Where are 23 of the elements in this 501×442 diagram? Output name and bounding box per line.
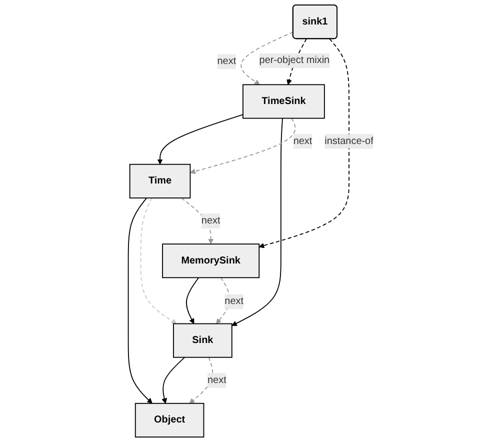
arrow (240, 32, 294, 85)
node-box: Sink (172, 323, 232, 358)
arrow (180, 198, 214, 244)
arrow (186, 277, 199, 324)
arrow (190, 118, 296, 174)
arrow (231, 118, 283, 326)
arrow (156, 114, 244, 165)
arrow (188, 356, 213, 404)
arrow (216, 277, 230, 324)
node-box: Object (134, 402, 204, 438)
edge-label: per-object mixin (258, 55, 330, 66)
node-box: TimeSink (242, 84, 325, 119)
node-box: Time (129, 164, 190, 198)
arrow (128, 198, 152, 404)
arrow (161, 356, 185, 404)
arrow (140, 198, 176, 324)
edge-label: next (224, 296, 244, 307)
node-box: MemorySink (162, 244, 260, 278)
edge-label: next (207, 374, 226, 386)
edge-label: next (293, 136, 312, 146)
edge-label: next (201, 215, 220, 226)
edge-label: next (216, 56, 236, 67)
edge-label: instance-of (324, 136, 374, 146)
